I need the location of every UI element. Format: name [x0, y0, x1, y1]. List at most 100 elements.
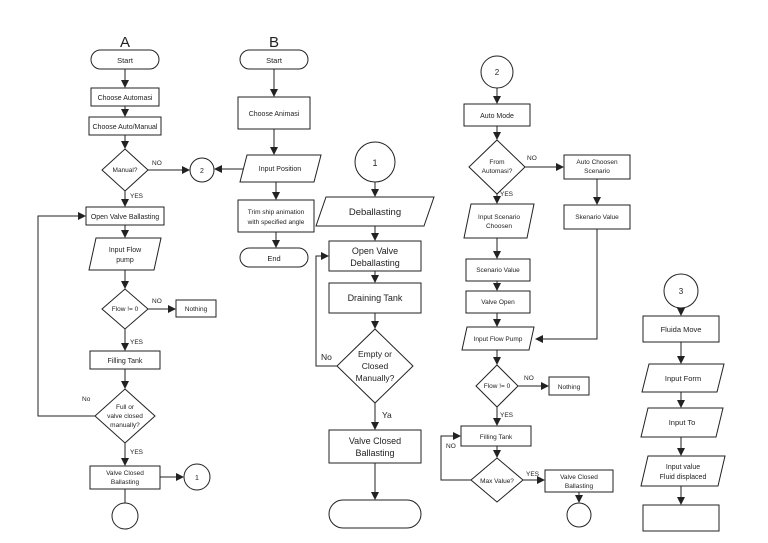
b-choose-animasi-box — [237, 96, 311, 130]
f1-draining-tank-box — [328, 282, 422, 314]
f2-filling-tank-label: Filling Tank — [480, 434, 513, 441]
b-choose-animasi-label: Choose Animasi — [249, 111, 300, 118]
f2-input-scenario-line1: Input Scenario — [478, 214, 520, 221]
f2-flow-yes-label: YES — [500, 412, 514, 419]
f2-from-decision — [468, 139, 526, 195]
a-valve-closed-line2: Ballasting — [111, 479, 140, 486]
a-choose-auto-manual-label: Choose Auto/Manual — [93, 124, 158, 131]
f3-input-value-parallelogram — [640, 455, 726, 487]
f3-input-to-label: Input To — [669, 418, 696, 427]
a-manual-yes-label: YES — [130, 193, 144, 200]
a-full-no-label: No — [82, 396, 91, 403]
f2-max-yes-label: YES — [526, 471, 540, 478]
f3-input-to-parallelogram — [640, 407, 724, 438]
f2-filling-tank-box — [460, 425, 532, 447]
a-manual-decision-label: Manual? — [113, 167, 138, 174]
b-start-label: Start — [266, 56, 283, 65]
f2-valve-open-box — [465, 290, 531, 314]
f1-deballasting-label: Deballasting — [349, 207, 401, 218]
a-flow-no-label: NO — [152, 298, 162, 305]
flow-b: Start Choose Animasi Input Position Trim… — [214, 49, 322, 268]
b-trim-ship-line1: Trim ship animation — [248, 209, 305, 216]
f2-input-scenario-line2: Choosen — [486, 223, 512, 230]
b-end-label: End — [267, 254, 280, 263]
f3-input-value-line2: Fluid displaced — [660, 474, 707, 481]
f2-auto-choosen-line1: Auto Choosen — [576, 159, 618, 166]
f1-bottom-terminal-partial — [328, 499, 422, 529]
f2-from-decision-line1: From — [489, 159, 504, 166]
a-input-flow-pump-parallelogram — [88, 237, 162, 271]
f1-draining-tank-label: Draining Tank — [348, 293, 403, 303]
a-full-yes-label: YES — [130, 449, 144, 456]
f2-nothing-label: Nothing — [558, 384, 581, 391]
f3-input-form-label: Input Form — [665, 374, 701, 383]
f2-skenario-value-label: Skenario Value — [575, 214, 619, 221]
f3-input-value-line1: Input value — [666, 464, 700, 471]
b-trim-ship-line2: with specified angle — [247, 219, 305, 226]
f2-input-scenario-parallelogram — [463, 203, 535, 239]
f2-input-flow-pump-parallelogram — [461, 326, 535, 351]
b-input-position-label: Input Position — [259, 166, 302, 173]
a-connector-1 — [183, 463, 211, 491]
a-open-valve-label: Open Valve Ballasting — [91, 214, 159, 221]
f2-max-no-label: NO — [446, 443, 456, 450]
f3-input-form-parallelogram — [641, 363, 725, 393]
a-choose-automasi-label: Choose Automasi — [98, 95, 153, 102]
f3-fluida-move-label: Fluida Move — [661, 325, 702, 334]
a-filling-tank-label: Filling Tank — [108, 358, 143, 365]
f2-input-flow-pump-label: Input Flow Pump — [474, 336, 523, 343]
f1-empty-ya-label: Ya — [382, 410, 392, 420]
a-bottom-connector-partial — [111, 502, 139, 530]
f2-flow-no-label: NO — [524, 375, 534, 382]
f1-valve-closed-line2: Ballasting — [355, 448, 394, 458]
a-input-flow-pump-line1: Input Flow — [109, 247, 142, 254]
f1-deballasting-parallelogram — [315, 196, 435, 227]
a-valve-closed-line1: Valve Closed — [106, 470, 144, 477]
f2-valve-closed-line1: Valve Closed — [560, 474, 598, 481]
f1-open-valve-box — [328, 240, 422, 272]
a-full-decision-line3: manually? — [110, 422, 140, 429]
a-nothing-label: Nothing — [185, 306, 208, 313]
flow-3: 3 Fluida Move Input Form Input To Input … — [640, 273, 726, 532]
header-a: A — [120, 34, 130, 51]
f2-max-decision — [470, 457, 524, 503]
f1-valve-closed-box — [328, 429, 422, 464]
f2-connector-label: 2 — [495, 68, 500, 77]
f2-auto-choosen-box — [563, 154, 631, 180]
f2-from-decision-line2: Automasi? — [482, 168, 513, 175]
f3-connector-label: 3 — [679, 287, 684, 296]
f2-flow-decision-label: Flow != 0 — [484, 383, 511, 390]
a-flow-decision-label: Flow != 0 — [112, 306, 139, 313]
f3-bottom-box-partial — [642, 504, 720, 532]
f2-scenario-value-label: Scenario Value — [476, 267, 520, 274]
f2-auto-choosen-line2: Scenario — [584, 168, 610, 175]
flow-1: 1 Deballasting Open Valve Deballasting D… — [315, 141, 435, 529]
a-start-label: Start — [117, 56, 134, 65]
a-input-flow-pump-line2: pump — [116, 257, 134, 264]
a-flow-yes-label: YES — [130, 339, 144, 346]
f2-auto-mode-label: Auto Mode — [480, 113, 514, 120]
f2-scenario-value-box — [465, 258, 531, 282]
f2-valve-closed-line2: Ballasting — [565, 483, 594, 490]
f1-empty-decision-line1: Empty or — [358, 349, 392, 359]
f2-bottom-connector-partial — [566, 502, 592, 528]
f2-from-yes-label: YES — [500, 191, 514, 198]
a-full-decision-line2: valve closed — [107, 413, 143, 420]
f1-open-valve-line2: Deballasting — [350, 258, 400, 268]
f1-connector-label: 1 — [372, 158, 377, 168]
f1-empty-decision-line2: Closed — [362, 361, 389, 371]
header-b: B — [269, 34, 279, 51]
b-input-position-parallelogram — [239, 154, 322, 183]
f2-from-no-label: NO — [527, 155, 537, 162]
f2-nothing-box — [548, 376, 590, 396]
b-trim-ship-box — [237, 199, 315, 233]
f2-valve-open-label: Valve Open — [481, 299, 515, 306]
a-manual-no-label: NO — [152, 160, 162, 167]
a-connector-2-label: 2 — [200, 168, 204, 175]
f2-max-decision-label: Max Value? — [480, 478, 514, 485]
a-connector-1-label: 1 — [195, 475, 199, 482]
f2-skenario-value-box — [563, 204, 631, 230]
b-end-terminal — [239, 247, 309, 268]
f1-valve-closed-line1: Valve Closed — [349, 436, 401, 446]
